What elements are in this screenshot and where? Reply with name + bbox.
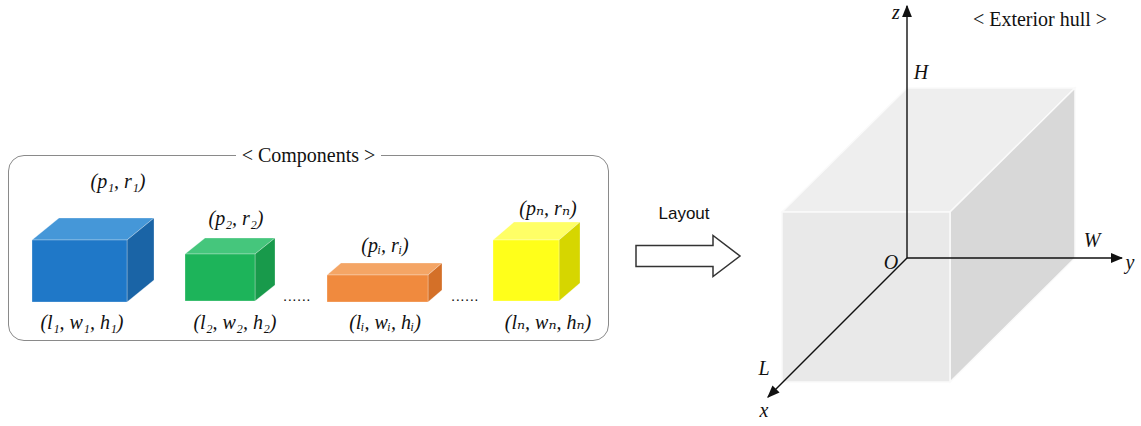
dimension-label: W: [1084, 229, 1101, 252]
hull-title: < Exterior hull >: [967, 8, 1113, 31]
z-axis: [906, 6, 907, 258]
component-cuboid: (pₙ, rₙ) (lₙ, wₙ, hₙ): [476, 165, 620, 337]
cuboid-front: [32, 240, 127, 302]
dimension-label: L: [758, 357, 769, 380]
dimension-label: H: [914, 61, 928, 84]
cuboid-side: [255, 238, 275, 301]
dimension-label: (lᵢ, wᵢ, hᵢ): [349, 311, 421, 334]
layout-arrow: [636, 236, 740, 277]
dimension-label: (l₁, w₁, h₁): [40, 311, 123, 334]
arrow-label: Layout: [658, 204, 709, 224]
dimension-label: (lₙ, wₙ, hₙ): [505, 311, 592, 334]
cuboid-side: [127, 218, 154, 302]
priority-label: (p₁, r₁): [90, 170, 145, 193]
ellipsis: ......: [283, 287, 311, 304]
components-panel: (p₁, r₁) (l₁, w₁, h₁) (p₂, r₂) (l₂, w₂, h₂)…: [8, 155, 609, 341]
cuboid-side: [428, 263, 442, 302]
origin-label: O: [884, 251, 898, 274]
dimension-label: (l₂, w₂, h₂): [193, 311, 276, 334]
axis-label: x: [760, 399, 769, 422]
hull-front-face: [782, 212, 950, 382]
cuboid-front: [327, 275, 428, 302]
priority-label: (pᵢ, rᵢ): [361, 234, 408, 257]
priority-label: (pₙ, rₙ): [519, 197, 576, 220]
panel-title: < Components >: [236, 144, 382, 167]
exterior-hull: < Exterior hull >: [742, 0, 1141, 426]
axis-label: z: [892, 1, 900, 24]
component-cuboid: (pᵢ, rᵢ) (lᵢ, wᵢ, hᵢ): [313, 165, 457, 337]
cuboid-front: [185, 254, 255, 301]
cuboid-side: [559, 222, 580, 301]
cuboid-top: [327, 263, 442, 275]
hull-side-face: [950, 88, 1075, 382]
ellipsis: ......: [451, 287, 479, 304]
component-cuboid: (p₂, r₂) (l₂, w₂, h₂): [163, 165, 307, 337]
priority-label: (p₂, r₂): [208, 207, 263, 230]
cuboid-front: [493, 240, 559, 301]
y-axis: [907, 257, 1122, 258]
axis-label: y: [1126, 251, 1135, 274]
component-cuboid: (p₁, r₁) (l₁, w₁, h₁): [10, 165, 154, 337]
x-axis: [768, 258, 907, 397]
